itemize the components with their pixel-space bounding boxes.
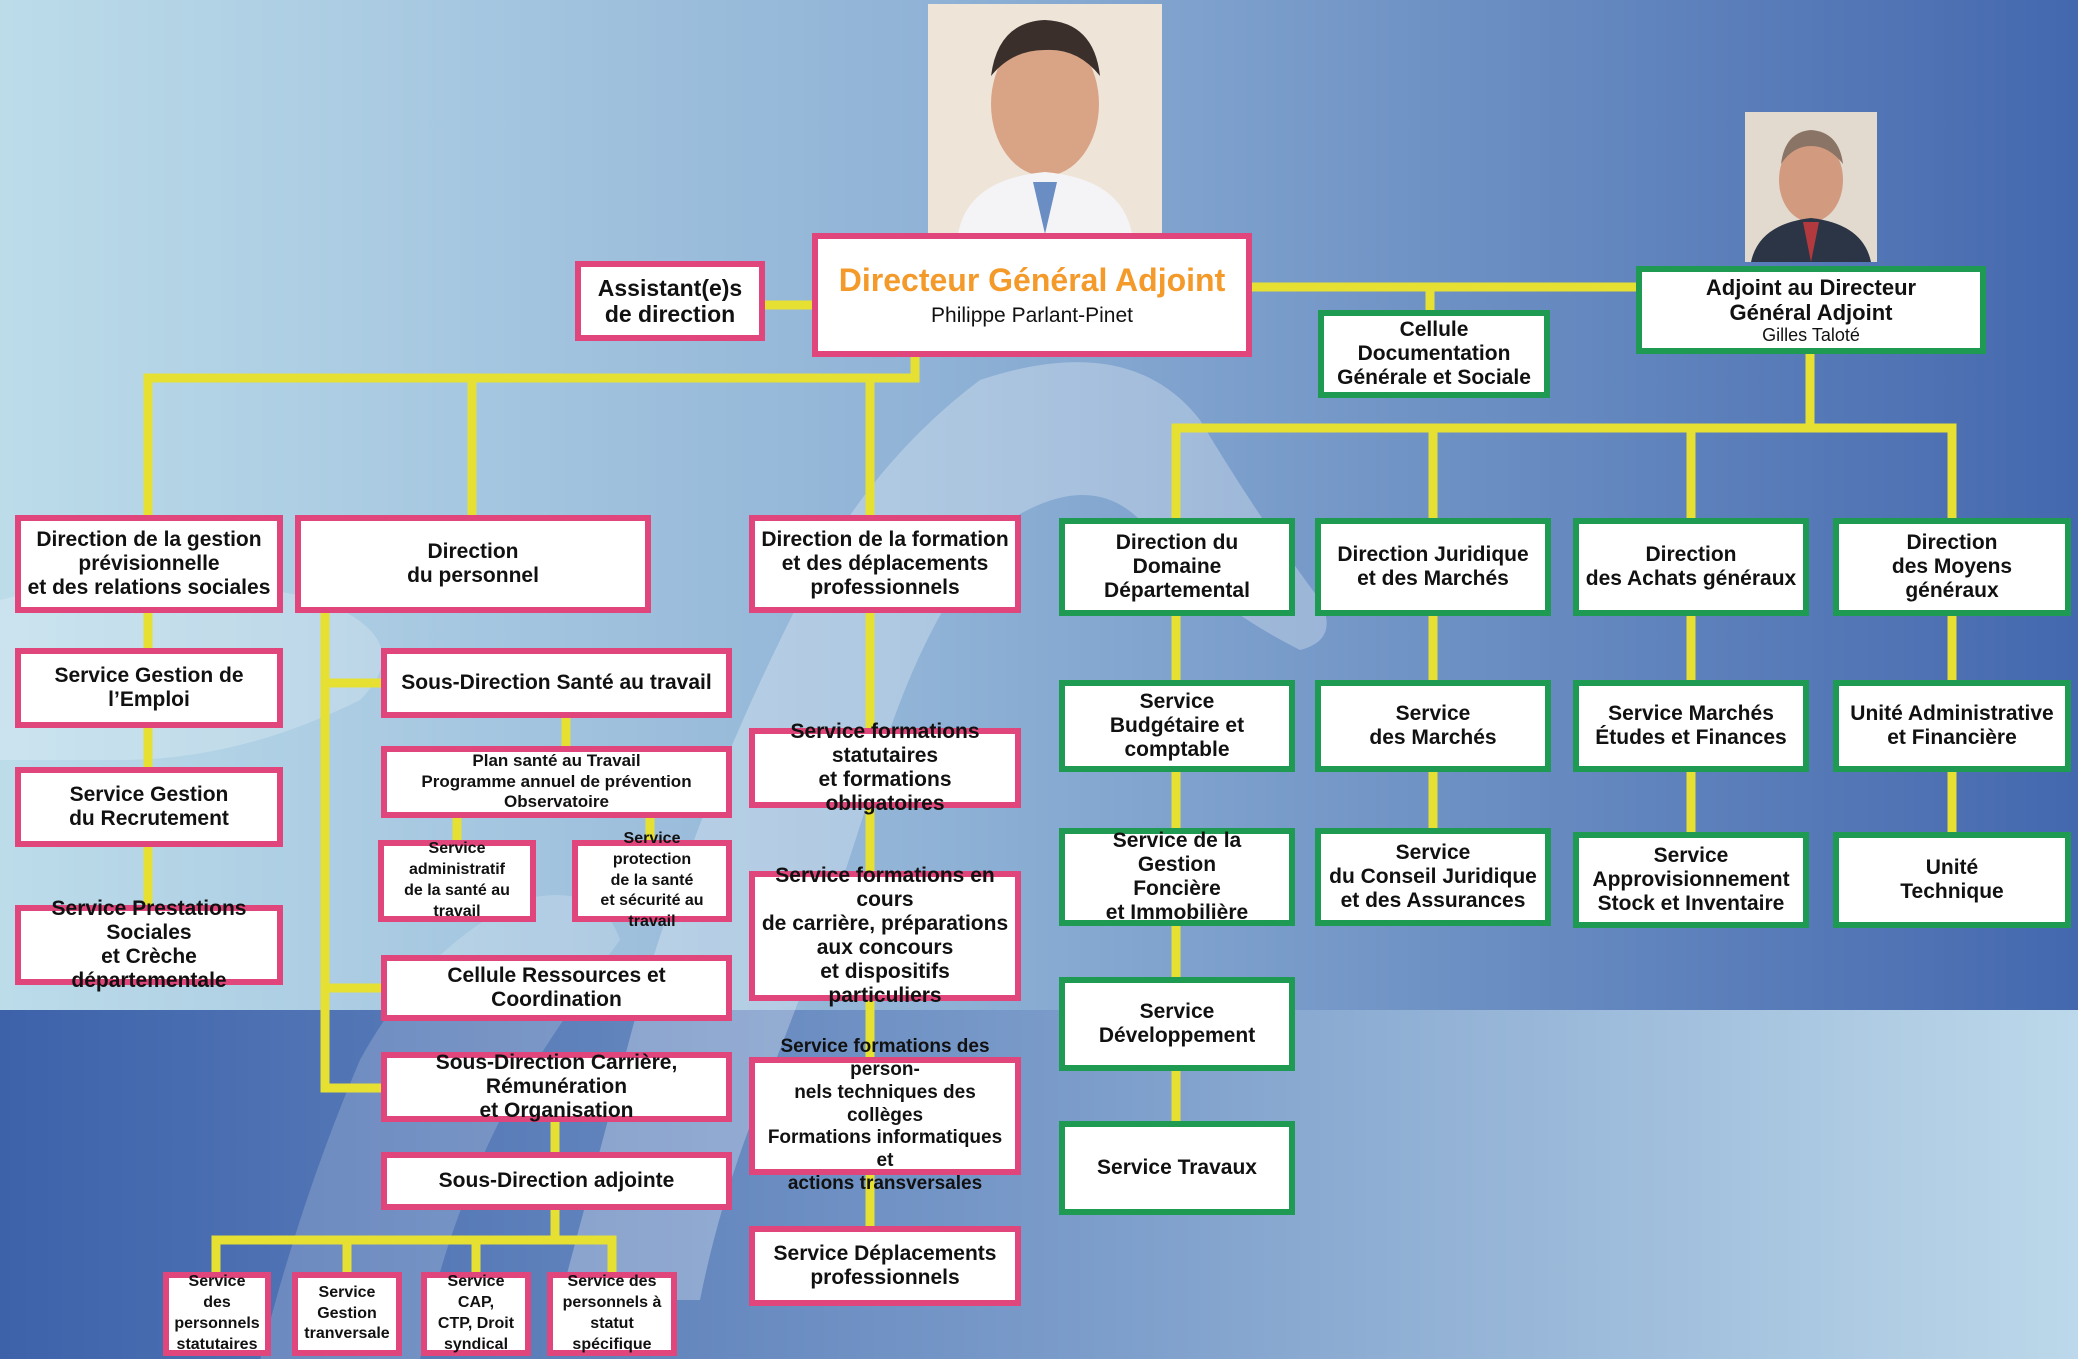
serv-specif-box: Service des personnels à statut spécifiq… <box>547 1272 677 1356</box>
form-carriere-box: Service formations en cours de carrière,… <box>749 864 1021 1007</box>
serv-fonciere-box: Service de la Gestion Foncière et Immobi… <box>1059 828 1295 926</box>
dga-name: Philippe Parlant-Pinet <box>931 304 1133 328</box>
serv-admin-sante-box: Service administratif de la santé au tra… <box>378 840 536 922</box>
cellule-ress-box: Cellule Ressources et Coordination <box>381 955 732 1021</box>
serv-statut-box: Service des personnels statutaires <box>163 1272 271 1356</box>
sd-adjointe-box: Sous-Direction adjointe <box>381 1152 732 1210</box>
serv-marches-box: Service des Marchés <box>1315 680 1551 772</box>
plan-sante-box: Plan santé au Travail Programme annuel d… <box>381 746 732 818</box>
dir-gestion-box: Direction de la gestion prévisionnelle e… <box>15 515 283 613</box>
dir-achats-box: Direction des Achats généraux <box>1573 518 1809 616</box>
serv-emploi-box: Service Gestion de l’Emploi <box>15 648 283 728</box>
adjoint-title: Adjoint au Directeur Général Adjoint <box>1705 274 1917 325</box>
dir-juridique-box: Direction Juridique et des Marchés <box>1315 518 1551 616</box>
dir-personnel-box: Direction du personnel <box>295 515 651 613</box>
serv-protect-box: Service protection de la santé et sécuri… <box>572 830 732 930</box>
form-statut-box: Service formations statutaires et format… <box>749 720 1021 815</box>
unite-tech-box: Unité Technique <box>1833 832 2071 928</box>
serv-conseil-box: Service du Conseil Juridique et des Assu… <box>1315 828 1551 926</box>
serv-cap-box: Service CAP, CTP, Droit syndical <box>421 1272 531 1356</box>
serv-budget-box: Service Budgétaire et comptable <box>1059 680 1295 772</box>
adjoint-photo <box>1745 112 1877 262</box>
deplacements-box: Service Déplacements professionnels <box>749 1226 1021 1306</box>
adjoint-box: Adjoint au Directeur Général Adjoint Gil… <box>1636 266 1986 354</box>
sd-sante-box: Sous-Direction Santé au travail <box>381 648 732 718</box>
form-tech-box: Service formations des person- nels tech… <box>749 1036 1021 1194</box>
serv-appro-box: Service Approvisionnement Stock et Inven… <box>1573 832 1809 928</box>
serv-travaux-box: Service Travaux <box>1059 1121 1295 1215</box>
assistant-label: Assistant(e)s de direction <box>597 274 743 327</box>
serv-transv-box: Service Gestion tranversale <box>292 1272 402 1356</box>
sd-carriere-box: Sous-Direction Carrière, Rémunération et… <box>381 1051 732 1122</box>
dga-photo <box>928 4 1162 234</box>
unite-admin-box: Unité Administrative et Financière <box>1833 680 2071 772</box>
dir-moyens-box: Direction des Moyens généraux <box>1833 518 2071 616</box>
dga-title: Directeur Général Adjoint <box>838 261 1226 298</box>
adjoint-name: Gilles Taloté <box>1762 324 1860 345</box>
serv-recrut-box: Service Gestion du Recrutement <box>15 767 283 847</box>
dga-box: Directeur Général Adjoint Philippe Parla… <box>812 233 1252 357</box>
serv-dev-box: Service Développement <box>1059 977 1295 1071</box>
dir-domaine-box: Direction du Domaine Départemental <box>1059 518 1295 616</box>
cellule-doc-box: Cellule Documentation Générale et Social… <box>1318 310 1550 398</box>
serv-marches-etudes-box: Service Marchés Études et Finances <box>1573 680 1809 772</box>
serv-prest-box: Service Prestations Sociales et Crèche d… <box>15 897 283 992</box>
dir-formation-box: Direction de la formation et des déplace… <box>749 515 1021 613</box>
assistant-box: Assistant(e)s de direction <box>575 261 765 341</box>
